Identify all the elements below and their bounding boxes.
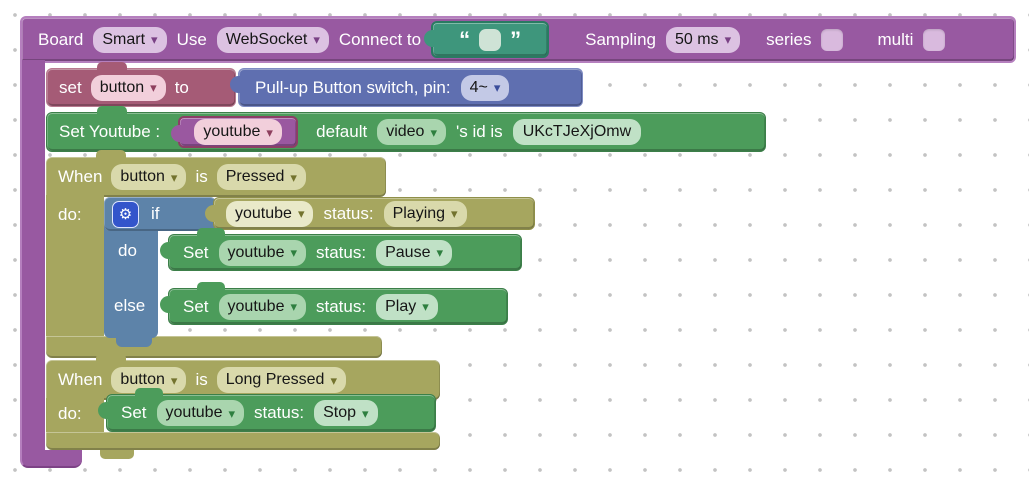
when-long-spine[interactable]: do:: [46, 398, 104, 434]
dropdown-arrow-icon: ▾: [290, 245, 297, 260]
pause-status-select[interactable]: Pause ▾: [376, 239, 452, 266]
condition-status-select[interactable]: Playing ▾: [383, 200, 467, 227]
sampling-label: Sampling: [585, 29, 656, 49]
status-label: status:: [316, 296, 367, 316]
when-label: When: [58, 167, 103, 186]
if-do-label: do: [118, 241, 137, 260]
board-block-left-spine[interactable]: [20, 60, 45, 452]
play-status-select[interactable]: Play ▾: [376, 293, 438, 320]
when-long-pressed-block[interactable]: When button ▾ is Long Pressed ▾: [46, 353, 440, 400]
dropdown-arrow-icon: ▾: [228, 405, 235, 421]
board-label: Board: [38, 29, 84, 49]
youtube-setup-label: Set Youtube :: [59, 122, 161, 141]
dropdown-arrow-icon: ▾: [430, 124, 437, 140]
quote-close-icon: ”: [510, 26, 522, 52]
set-label: Set: [183, 296, 209, 316]
when-long-bottom-tab: [100, 450, 134, 459]
if-label: if: [151, 204, 160, 223]
connect-label: Connect to: [338, 29, 422, 49]
sampling-select[interactable]: 50 ms ▾: [665, 26, 741, 53]
default-label: default: [316, 122, 368, 141]
multi-checkbox[interactable]: [923, 28, 946, 51]
board-select[interactable]: Smart ▾: [93, 26, 167, 53]
status-label: status:: [254, 403, 305, 422]
use-label: Use: [176, 29, 207, 49]
youtube-variable-select[interactable]: youtube ▾: [194, 119, 282, 145]
event-select[interactable]: Pressed ▾: [216, 164, 306, 190]
if-block-header[interactable]: ⚙ if: [104, 197, 216, 231]
default-select[interactable]: video ▾: [377, 119, 446, 145]
connect-string-block[interactable]: “ ”: [424, 21, 550, 58]
dropdown-arrow-icon: ▾: [436, 245, 443, 260]
dropdown-arrow-icon: ▾: [451, 206, 458, 221]
status-label: status:: [316, 242, 367, 262]
set-label: set: [59, 77, 82, 97]
protocol-select[interactable]: WebSocket ▾: [216, 26, 329, 53]
pullup-label: Pull-up Button switch, pin:: [255, 77, 451, 97]
condition-status-label: status:: [323, 203, 374, 223]
when-variable-select[interactable]: button ▾: [111, 164, 187, 190]
long-event-select[interactable]: Long Pressed ▾: [216, 367, 346, 393]
pause-variable-select[interactable]: youtube ▾: [218, 239, 306, 266]
dropdown-arrow-icon: ▾: [290, 299, 297, 314]
condition-variable-select[interactable]: youtube ▾: [226, 200, 314, 227]
do-label: do:: [58, 205, 82, 224]
stop-variable-select[interactable]: youtube ▾: [156, 400, 244, 426]
is-label: is: [195, 370, 208, 389]
dropdown-arrow-icon: ▾: [362, 405, 369, 421]
do-label: do:: [58, 404, 82, 423]
dropdown-arrow-icon: ▾: [422, 299, 429, 314]
dropdown-arrow-icon: ▾: [290, 169, 297, 185]
dropdown-arrow-icon: ▾: [493, 80, 501, 95]
if-bottom-tab: [116, 338, 152, 347]
set-label: Set: [121, 403, 147, 422]
dropdown-arrow-icon: ▾: [150, 80, 157, 95]
dropdown-arrow-icon: ▾: [170, 372, 178, 388]
board-block[interactable]: Board Smart ▾ Use WebSocket ▾ Connect to…: [20, 16, 1016, 63]
dropdown-arrow-icon: ▾: [724, 32, 732, 47]
series-checkbox[interactable]: [821, 28, 844, 51]
when-long-footer[interactable]: [46, 432, 440, 450]
id-label: 's id is: [455, 122, 503, 141]
dropdown-arrow-icon: ▾: [266, 124, 273, 140]
gear-icon[interactable]: ⚙: [112, 200, 139, 228]
to-label: to: [174, 77, 189, 97]
variable-select[interactable]: button ▾: [90, 74, 166, 101]
youtube-variable-block[interactable]: youtube ▾: [171, 116, 299, 148]
play-variable-select[interactable]: youtube ▾: [218, 293, 306, 320]
stop-status-select[interactable]: Stop ▾: [314, 400, 378, 426]
multi-label: multi: [877, 29, 914, 49]
series-label: series: [766, 29, 812, 49]
condition-block[interactable]: youtube ▾ status: Playing ▾: [205, 197, 535, 230]
quote-open-icon: “: [459, 26, 471, 52]
when-label: When: [58, 370, 103, 389]
video-id-field[interactable]: UKcTJeXjOmw: [512, 119, 642, 145]
connect-string-field[interactable]: [479, 28, 502, 51]
set-variable-block[interactable]: set button ▾ to: [46, 62, 236, 107]
set-status-pause-block[interactable]: Set youtube ▾ status: Pause ▾: [160, 228, 522, 271]
dropdown-arrow-icon: ▾: [170, 169, 178, 185]
dropdown-arrow-icon: ▾: [151, 32, 158, 47]
dropdown-arrow-icon: ▾: [297, 206, 305, 221]
else-label: else: [114, 296, 146, 315]
board-block-foot[interactable]: [20, 450, 82, 468]
youtube-setup-block[interactable]: Set Youtube : youtube ▾ default video ▾ …: [46, 106, 766, 152]
set-status-stop-block[interactable]: Set youtube ▾ status: Stop ▾: [98, 388, 436, 432]
set-status-play-block[interactable]: Set youtube ▾ status: Play ▾: [160, 282, 508, 325]
is-label: is: [195, 167, 208, 186]
set-label: Set: [183, 242, 209, 262]
dropdown-arrow-icon: ▾: [330, 372, 337, 388]
pin-select[interactable]: 4~ ▾: [460, 74, 510, 101]
when-pressed-spine[interactable]: do:: [46, 195, 104, 336]
when-pressed-block[interactable]: When button ▾ is Pressed ▾: [46, 150, 386, 197]
dropdown-arrow-icon: ▾: [313, 32, 320, 47]
pullup-button-block[interactable]: Pull-up Button switch, pin: 4~ ▾: [230, 68, 583, 107]
